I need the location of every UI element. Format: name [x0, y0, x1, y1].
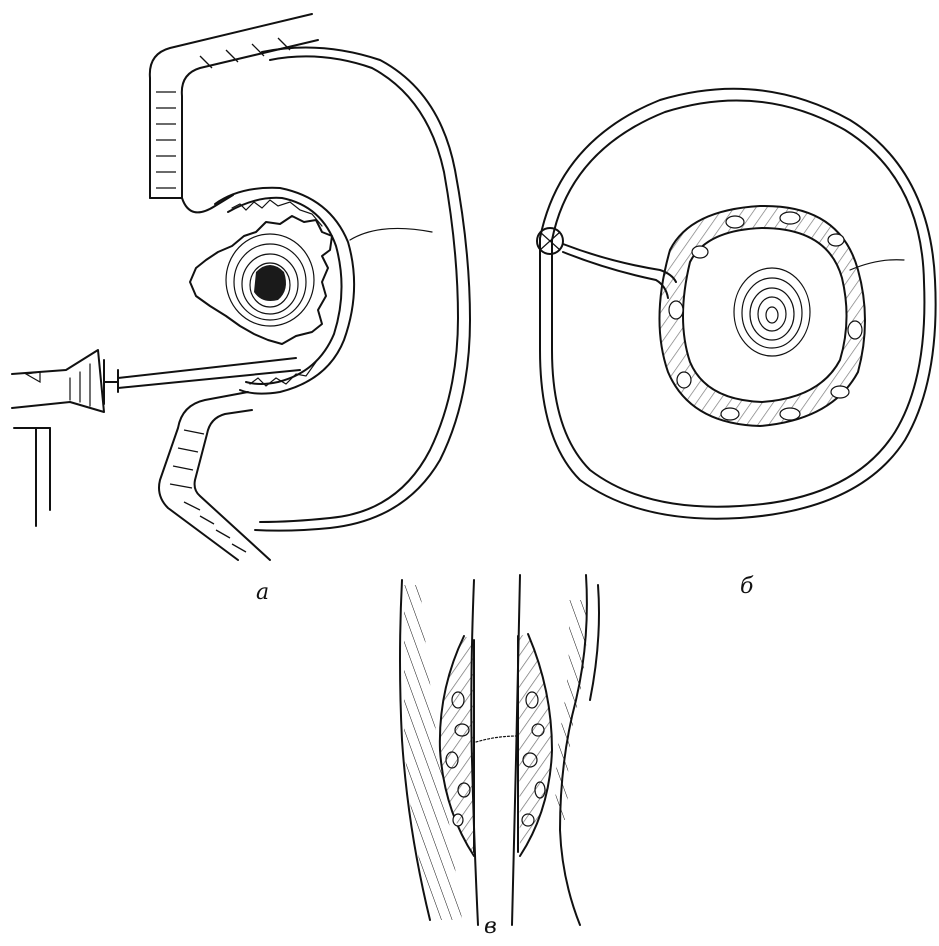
label-panel-a: а: [256, 580, 269, 605]
lower-retractor: [159, 392, 270, 560]
panel-c-drawing: [400, 575, 599, 925]
tumor-a: [190, 216, 332, 344]
panel-a-drawing: [12, 14, 470, 560]
panel-b-drawing: [537, 89, 936, 519]
label-panel-b: б: [740, 574, 753, 599]
tumor-b: [734, 268, 810, 356]
eye-outline-a: [255, 48, 470, 531]
orbit-ring-b: [659, 206, 865, 426]
upper-retractor: [150, 14, 318, 212]
eye-outline-b: [540, 89, 936, 519]
surgical-instrument: [12, 350, 300, 526]
label-panel-c: в: [484, 914, 497, 939]
suture-knot: [537, 228, 676, 298]
